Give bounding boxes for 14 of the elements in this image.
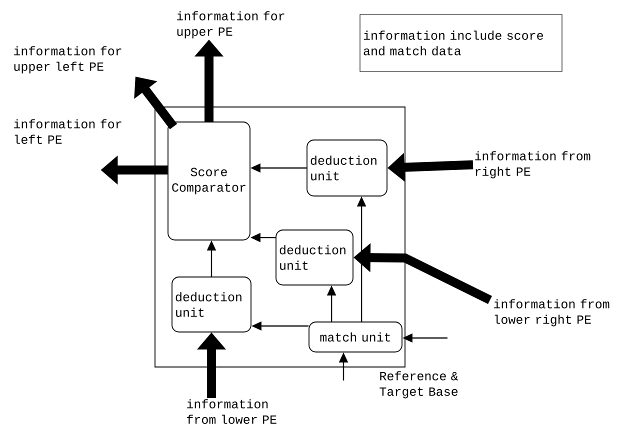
unit-box: deduction unit <box>172 276 252 332</box>
note-box: information include score and match data <box>360 14 562 72</box>
comparator-box: Score Comparator <box>168 122 250 240</box>
annotation-text: information for upper left PE <box>14 46 122 74</box>
annotation-text: Reference & Target Base <box>380 371 458 398</box>
unit-box: match unit <box>308 322 402 352</box>
annotation-text: information from lower PE <box>187 399 276 424</box>
unit-box: deduction unit <box>276 230 354 286</box>
unit-box: deduction unit <box>306 140 388 196</box>
annotation-text: information from lower right PE <box>494 299 610 326</box>
annotation-text: information from right PE <box>475 151 590 178</box>
annotation-text: information for left PE <box>14 119 122 144</box>
pe-frame <box>154 106 406 368</box>
annotation-text: information for upper PE <box>177 11 284 38</box>
